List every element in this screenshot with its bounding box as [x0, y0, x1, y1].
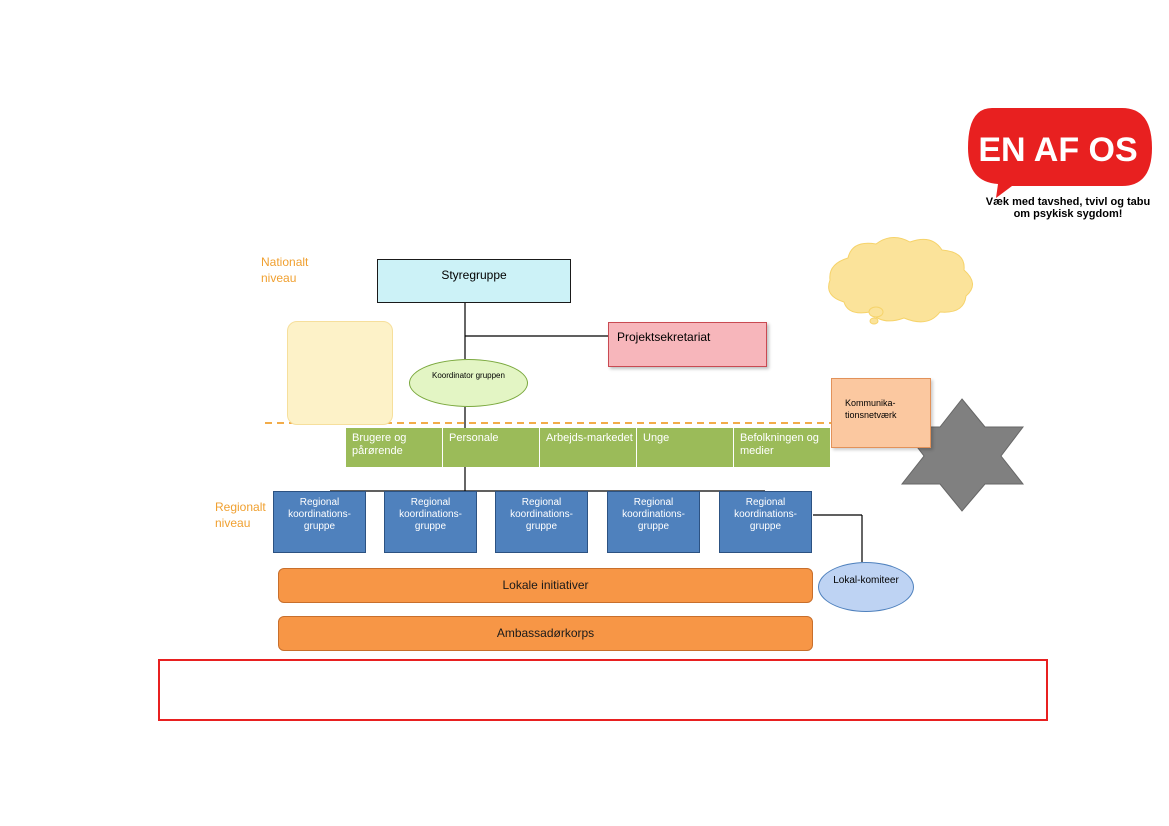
ambassadoerkorps-bar: Ambassadørkorps — [278, 616, 813, 651]
regional-level-label: Regionalt niveau — [215, 500, 266, 530]
projektsekretariat-box: Projektsekretariat — [608, 322, 767, 367]
target-group-cell: Arbejds-markedet — [540, 428, 637, 467]
red-outline-box — [158, 659, 1048, 721]
target-group-cell: Befolkningen og medier — [734, 428, 830, 467]
logo-speech-bubble — [968, 108, 1152, 198]
thought-cloud — [828, 237, 973, 323]
koordinatorgruppen-ellipse: Koordinator gruppen — [409, 359, 528, 407]
logo-tagline: Væk med tavshed, tvivl og tabu om psykis… — [985, 196, 1151, 220]
target-group-cell: Personale — [443, 428, 540, 467]
regional-group-box: Regional koordinations-gruppe — [384, 491, 477, 553]
styregruppe-box: Styregruppe — [377, 259, 571, 303]
thought-bubble-1 — [868, 306, 884, 318]
target-groups-row: Brugere og pårørende Personale Arbejds-m… — [346, 428, 830, 467]
yellow-placeholder-box — [287, 321, 393, 425]
lokale-initiativer-bar: Lokale initiativer — [278, 568, 813, 603]
regional-group-box: Regional koordinations-gruppe — [607, 491, 700, 553]
lokalkomiteer-ellipse: Lokal-komiteer — [818, 562, 914, 612]
regional-group-box: Regional koordinations-gruppe — [719, 491, 812, 553]
kommunikationsnetvaerk-box: Kommunika-tionsnetværk — [831, 378, 931, 448]
target-group-cell: Brugere og pårørende — [346, 428, 443, 467]
national-level-label: Nationalt niveau — [261, 255, 309, 285]
regional-group-box: Regional koordinations-gruppe — [273, 491, 366, 553]
logo: EN AF OS — [968, 108, 1152, 198]
regional-group-box: Regional koordinations-gruppe — [495, 491, 588, 553]
logo-text: EN AF OS — [978, 131, 1137, 169]
target-group-cell: Unge — [637, 428, 734, 467]
thought-bubble-2 — [869, 317, 879, 325]
